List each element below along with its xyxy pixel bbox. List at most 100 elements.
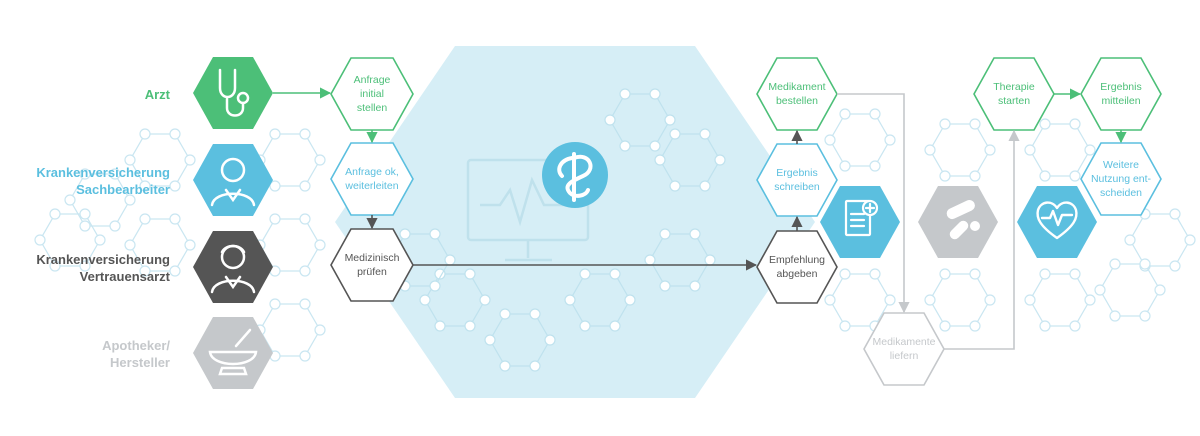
network-node (94, 234, 106, 246)
network-hexagon (929, 123, 991, 177)
network-node (79, 220, 91, 232)
network-hexagon (1029, 273, 1091, 327)
network-node (624, 294, 636, 306)
network-node (1069, 118, 1081, 130)
network-node (659, 228, 671, 240)
network-hexagon (1099, 263, 1161, 317)
network-node (824, 294, 836, 306)
network-node (564, 294, 576, 306)
step-medikamente-liefern-hexagon (863, 312, 945, 386)
network-node (314, 154, 326, 166)
network-node (124, 154, 136, 166)
network-node (839, 320, 851, 332)
step-weitere-nutzung-hexagon (1080, 142, 1162, 216)
network-node (314, 324, 326, 336)
network-node (1069, 170, 1081, 182)
network-node (604, 114, 616, 126)
step-anfrage-ok-hexagon (330, 142, 414, 216)
step-ergebnis-mitteilen-hexagon (1080, 57, 1162, 131)
network-node (1039, 320, 1051, 332)
heart-pulse-icon (1036, 201, 1078, 240)
network-node (299, 180, 311, 192)
network-node (399, 228, 411, 240)
network-node (299, 298, 311, 310)
network-node (699, 128, 711, 140)
network-node (689, 280, 701, 292)
step-anfrage-initial-hexagon (330, 57, 414, 131)
network-node (1094, 284, 1106, 296)
network-node (169, 180, 181, 192)
network-node (429, 280, 441, 292)
network-node (1084, 294, 1096, 306)
network-node (939, 320, 951, 332)
person-icon (210, 157, 256, 207)
network-node (1109, 310, 1121, 322)
step-ergebnis-schreiben-hexagon (756, 143, 838, 217)
network-node (649, 88, 661, 100)
network-node (299, 265, 311, 277)
network-node (269, 298, 281, 310)
network-node (484, 334, 496, 346)
network-node (1124, 234, 1136, 246)
arrow-liefern-to-therapie (944, 129, 1020, 350)
network-node (444, 254, 456, 266)
network-node (1154, 284, 1166, 296)
network-node (869, 108, 881, 120)
network-node (664, 114, 676, 126)
network-node (609, 268, 621, 280)
network-node (169, 213, 181, 225)
pills-icon (946, 200, 980, 240)
network-node (1169, 208, 1181, 220)
network-node (839, 160, 851, 172)
network-node (939, 268, 951, 280)
network-node (544, 334, 556, 346)
network-hexagon (1029, 123, 1091, 177)
flow-arrows (273, 87, 1127, 350)
network-node (924, 294, 936, 306)
network-node (984, 144, 996, 156)
pills-hexagon (918, 186, 998, 258)
network-node (1039, 268, 1051, 280)
role-label-arzt: Arzt (144, 87, 170, 102)
network-node (139, 180, 151, 192)
network-node (184, 154, 196, 166)
network-hexagon (829, 113, 891, 167)
network-node (884, 134, 896, 146)
network-node (704, 254, 716, 266)
network-node (649, 140, 661, 152)
role-label-kv-sachbearbeiter: Krankenversicherung Sachbearbeiter (36, 165, 170, 197)
network-node (1039, 118, 1051, 130)
network-node (79, 168, 91, 180)
network-node (49, 260, 61, 272)
network-node (824, 134, 836, 146)
document-hexagon (820, 186, 900, 258)
network-node (699, 180, 711, 192)
network-node (839, 108, 851, 120)
network-node (579, 320, 591, 332)
network-node (529, 308, 541, 320)
mortar-pestle-icon (208, 328, 258, 376)
network-node (49, 208, 61, 220)
network-node (619, 140, 631, 152)
doctor-icon (210, 244, 256, 294)
network-node (464, 320, 476, 332)
network-node (139, 213, 151, 225)
network-node (714, 154, 726, 166)
network-node (299, 128, 311, 140)
network-node (124, 194, 136, 206)
network-node (169, 128, 181, 140)
network-node (579, 268, 591, 280)
center-hex-network (384, 88, 726, 372)
network-node (1069, 268, 1081, 280)
network-node (169, 265, 181, 277)
network-hexagon (929, 273, 991, 327)
step-medizinisch-pruefen-hexagon (330, 228, 414, 302)
arrow-bestellen-to-liefern (837, 93, 910, 314)
network-node (1039, 170, 1051, 182)
network-node (64, 194, 76, 206)
network-node (529, 360, 541, 372)
medical-document-icon (844, 199, 879, 237)
network-node (139, 265, 151, 277)
network-node (34, 234, 46, 246)
